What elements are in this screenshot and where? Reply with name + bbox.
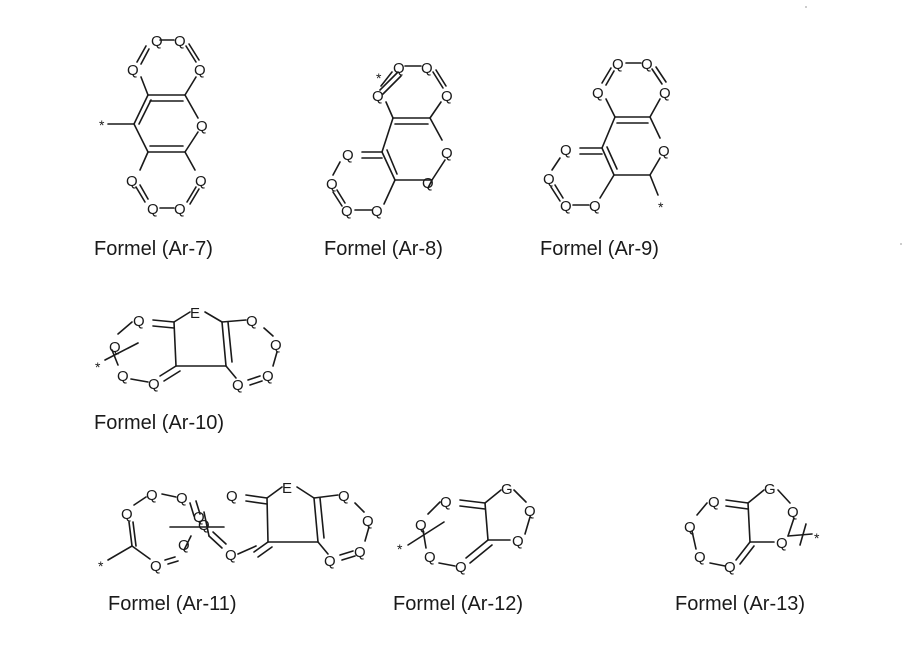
caption-ar-7: Formel (Ar-7) [94,238,213,260]
atom-q: Q [262,368,274,385]
atom-e: E [282,480,292,497]
atom-q: Q [658,143,670,160]
atom-q: Q [225,547,237,564]
atom-q: Q [612,56,624,73]
atom-q: Q [776,535,788,552]
atom-q: Q [422,175,434,192]
atom-q: Q [133,313,145,330]
atom-q: Q [194,62,206,79]
atom-q: Q [226,488,238,505]
atom-q: Q [455,559,467,576]
caption-ar-8: Formel (Ar-8) [324,238,443,260]
attachment-star: * [376,70,382,86]
atom-q: Q [195,173,207,190]
atom-q: Q [342,147,354,164]
structure-ar-7: Q Q Q Q Q Q Q Q Q * [99,33,208,218]
atom-q: Q [150,558,162,575]
atom-q: Q [174,33,186,50]
atom-q: Q [176,490,188,507]
atom-q: Q [198,517,210,534]
caption-ar-9: Formel (Ar-9) [540,238,659,260]
structure-ar-13: Q G Q Q Q Q Q * [684,481,820,576]
atom-q: Q [560,198,572,215]
atom-q: Q [440,494,452,511]
atom-q: Q [592,85,604,102]
atom-q: Q [708,494,720,511]
atom-q: Q [724,559,736,576]
atom-q: Q [109,339,121,356]
atom-q: Q [441,145,453,162]
atom-q: Q [127,62,139,79]
scan-speck [805,6,807,8]
atom-q: Q [121,506,133,523]
structure-ar-8: Q Q Q Q Q Q Q Q Q Q * [326,60,453,220]
atom-q: Q [246,313,258,330]
atom-q: Q [174,201,186,218]
caption-ar-12: Formel (Ar-12) [393,593,523,615]
atom-q: Q [694,549,706,566]
atom-q: Q [441,88,453,105]
atom-q: Q [512,533,524,550]
atom-q: Q [117,368,129,385]
atom-q: Q [543,171,555,188]
atom-q: Q [324,553,336,570]
atom-q: Q [659,85,671,102]
caption-ar-13: Formel (Ar-13) [675,593,805,615]
atom-q: Q [524,503,536,520]
atom-e: E [190,305,200,322]
atom-q: Q [393,60,405,77]
atom-q: Q [148,376,160,393]
atom-q: Q [372,88,384,105]
atom-q: Q [371,203,383,220]
atom-q: Q [178,537,190,554]
atom-q: Q [589,198,601,215]
atom-q: Q [147,201,159,218]
atom-q: Q [787,504,799,521]
caption-ar-10: Formel (Ar-10) [94,412,224,434]
structure-ar-9: Q Q Q Q Q Q Q Q Q * [543,56,671,215]
atom-q: Q [338,488,350,505]
atom-q: Q [424,549,436,566]
attachment-star: * [814,530,820,546]
atom-q: Q [641,56,653,73]
attachment-star: * [658,199,664,215]
atom-q: Q [362,513,374,530]
atom-g: G [764,481,776,498]
attachment-star: * [95,359,101,375]
structure-ar-12: Q G Q Q Q Q Q * [397,481,536,576]
caption-ar-11: Formel (Ar-11) [108,593,237,615]
attachment-star: * [98,558,104,574]
atom-q: Q [326,176,338,193]
structure-ar-10: E Q Q Q Q Q Q Q Q * [95,305,282,394]
atom-q: Q [146,487,158,504]
atom-q: Q [193,509,205,526]
atom-q: Q [151,33,163,50]
atom-q: Q [421,60,433,77]
atom-q: Q [560,142,572,159]
atom-q: Q [341,203,353,220]
atom-q: Q [415,517,427,534]
atom-q: Q [232,377,244,394]
atom-q: Q [270,337,282,354]
scan-speck [900,243,902,245]
attachment-star: * [99,117,105,133]
atom-q: Q [196,118,208,135]
atom-q: Q [354,544,366,561]
atom-q: Q [126,173,138,190]
atom-g: G [501,481,513,498]
structure-ar-11: Q Q Q Q Q Q Q Q Q E Q Q Q Q * [98,480,374,575]
attachment-star: * [397,541,403,557]
atom-q: Q [684,519,696,536]
